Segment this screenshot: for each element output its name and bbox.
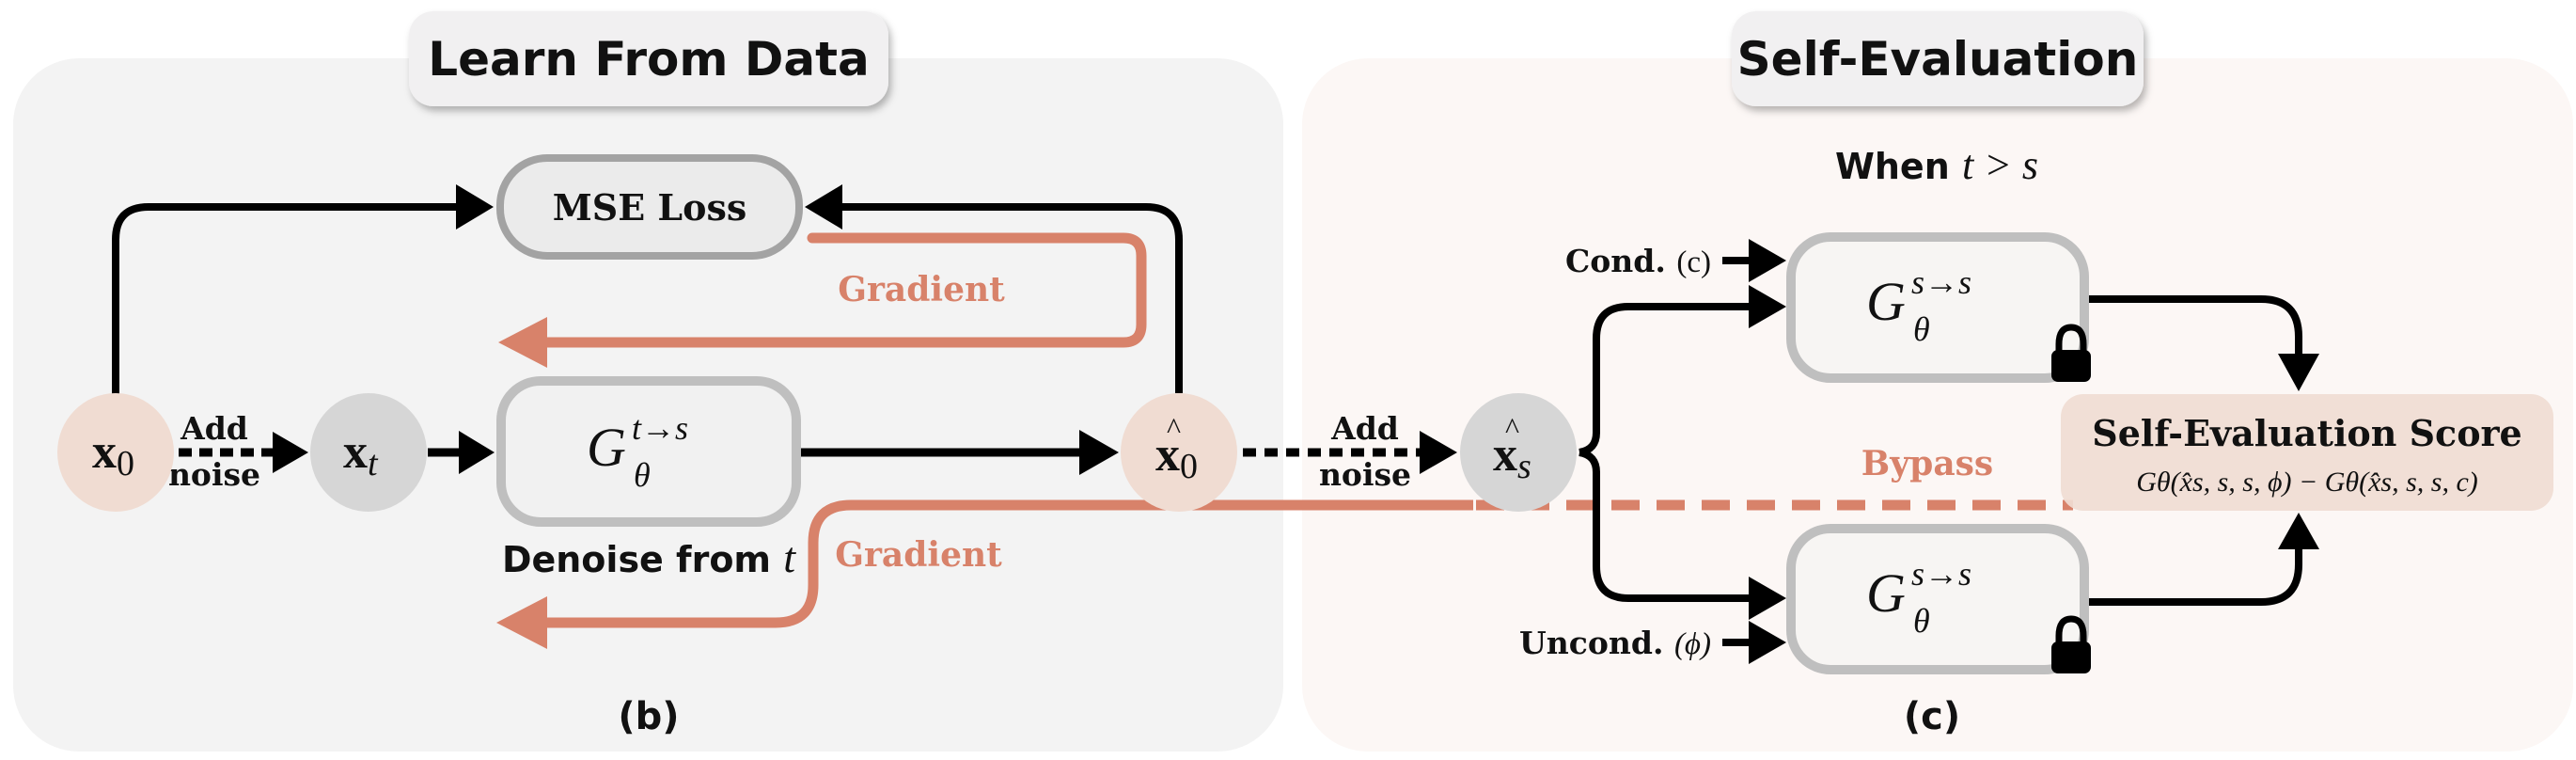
svg-text:^: ^ — [1167, 411, 1181, 445]
node-x0-base: x — [92, 425, 117, 479]
condition-label: When t > s — [1835, 142, 2038, 188]
right-caption: (c) — [1904, 695, 1960, 738]
arrow-right-icon — [459, 431, 495, 474]
connector-x0-to-loss — [112, 203, 456, 431]
add-noise-label-2-line2: noise — [1319, 456, 1411, 493]
arrow-down-icon — [2278, 354, 2319, 391]
mse-loss-box: MSE Loss — [496, 154, 803, 260]
node-xs-sub: s — [1517, 447, 1531, 486]
node-xt-sub: t — [368, 444, 379, 483]
node-x0-sub: 0 — [117, 444, 134, 483]
node-xs-hat: ^ xs — [1460, 393, 1577, 512]
svg-text:x0: x0 — [1155, 428, 1198, 486]
node-xs-base: x — [1493, 428, 1517, 482]
node-x0hat-base: x — [1155, 428, 1180, 482]
arrow-right-icon — [1749, 285, 1786, 328]
model-box-base: G — [587, 417, 626, 478]
cond-label-var: (c) — [1676, 245, 1711, 279]
model-box-t-to-s: G t→s θ — [496, 376, 801, 527]
model-box-cond-sub: θ — [1913, 310, 1930, 348]
svg-text:xs: xs — [1493, 428, 1531, 486]
add-noise-label-2-line1: Add — [1330, 410, 1399, 447]
connector-x0hat-to-loss — [842, 203, 1183, 393]
brace-icon — [1579, 303, 1751, 456]
arrow-right-icon — [1079, 430, 1119, 475]
right-panel-title: Self-Evaluation — [1737, 32, 2139, 87]
arrow-left-icon — [805, 184, 842, 230]
arrow-up-icon — [2278, 513, 2319, 549]
arrow-right-icon — [1420, 431, 1457, 474]
condition-label-expr: t > s — [1962, 142, 2038, 188]
bypass-label: Bypass — [1861, 444, 1993, 483]
connector-uncond-to-score — [2089, 547, 2302, 606]
arrow-right-icon — [1749, 621, 1786, 664]
mse-loss-label: MSE Loss — [553, 186, 747, 229]
denoise-label-text: Denoise from — [502, 539, 771, 580]
node-x0: x0 — [57, 393, 174, 512]
gradient-label-top: Gradient — [838, 270, 1005, 309]
model-box-cond-sup: s→s — [1911, 263, 1971, 301]
arrow-right-icon — [456, 184, 494, 230]
right-panel-title-box: Self-Evaluation — [1732, 11, 2144, 106]
condition-label-text: When — [1835, 146, 1950, 187]
add-noise-label-1-line2: noise — [168, 456, 260, 493]
gradient-label-bottom: Gradient — [835, 535, 1002, 575]
node-x0hat-sub: 0 — [1180, 447, 1198, 486]
uncond-label-var: (ϕ) — [1674, 627, 1711, 661]
left-caption: (b) — [618, 695, 679, 738]
score-box-title: Self-Evaluation Score — [2092, 412, 2521, 454]
branch-lower — [1579, 449, 1751, 602]
lock-icon — [2051, 324, 2091, 382]
lock-icon — [2051, 615, 2091, 673]
left-panel-title: Learn From Data — [428, 32, 870, 87]
left-panel-title-box: Learn From Data — [409, 11, 888, 106]
denoise-label-var: t — [783, 533, 796, 581]
cond-label-text: Cond. — [1565, 243, 1666, 279]
uncond-label-text: Uncond. — [1519, 625, 1663, 661]
node-xt-base: x — [343, 425, 368, 479]
svg-text:x0: x0 — [92, 425, 134, 483]
uncond-label: Uncond. (ϕ) — [1519, 625, 1711, 661]
svg-text:xt: xt — [343, 425, 379, 483]
node-x0-hat: ^ x0 — [1121, 393, 1237, 512]
model-box-uncond-sup: s→s — [1911, 555, 1971, 593]
gradient-path-top — [540, 232, 1147, 348]
add-noise-label-1-line1: Add — [180, 410, 248, 447]
gradient-arrow-left-icon — [496, 596, 547, 649]
arrow-right-icon — [273, 432, 308, 473]
self-evaluation-score-box: Self-Evaluation Score Gθ(x̂s, s, s, ϕ) −… — [2061, 394, 2553, 511]
model-box-cond-base: G — [1866, 271, 1906, 332]
model-box-uncond-sub: θ — [1913, 602, 1930, 640]
node-xt: xt — [310, 393, 427, 512]
arrow-right-icon — [1749, 239, 1786, 282]
denoise-label: Denoise from t — [502, 533, 796, 581]
model-box-sup: t→s — [632, 409, 688, 447]
arrow-right-icon — [1749, 577, 1786, 620]
model-box-uncond-base: G — [1866, 562, 1906, 624]
gradient-bypass-path — [545, 499, 1473, 628]
svg-text:G: G — [587, 417, 626, 478]
model-box-uncond: G s→s θ — [1786, 524, 2089, 674]
svg-text:^: ^ — [1505, 411, 1519, 445]
model-box-cond: G s→s θ — [1786, 232, 2089, 383]
score-box-formula: Gθ(x̂s, s, s, ϕ) − Gθ(x̂s, s, s, c) — [2136, 467, 2478, 498]
right-panel — [1302, 58, 2573, 752]
cond-label: Cond. (c) — [1565, 243, 1711, 279]
connector-cond-to-score — [2089, 295, 2302, 356]
model-box-sub: θ — [634, 456, 651, 494]
gradient-arrow-left-icon — [498, 317, 547, 368]
